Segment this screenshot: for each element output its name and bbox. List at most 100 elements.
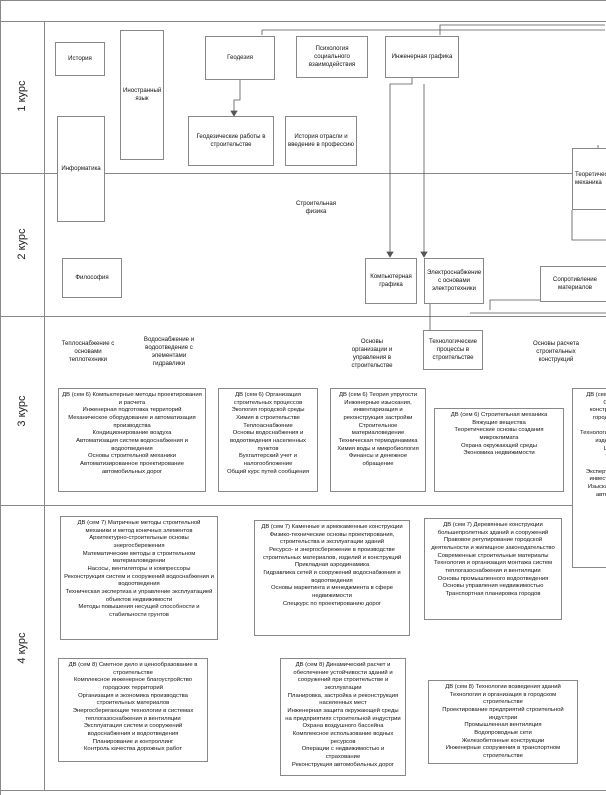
list-item: Основы промышленного водоотведения (437, 575, 549, 582)
list-item: Химия в строительстве (236, 415, 300, 422)
inzh-graf-to-komp-line (389, 78, 413, 255)
dv7-b-list: ДВ (сем 7) Каменные и армокаменные конст… (254, 520, 410, 636)
sopromat-box: Сопротивление материалов (540, 266, 606, 302)
list-item: Строительное материаловедение (351, 422, 405, 437)
geodeziya-to-raboty-line (233, 80, 241, 114)
vodosnab-label: Водоснабжение и водоотведение с элемента… (143, 335, 195, 368)
inostranny-box: Иностранный язык (120, 30, 164, 160)
list-item: Насосы, вентиляторы и компрессоры (87, 566, 191, 573)
dv7-c-list: ДВ (сем 7) Деревянные конструкции больше… (424, 518, 562, 620)
list-item: Контроль качества дорожных работ (83, 746, 183, 753)
list-item: ДВ (сем 8) Динамический расчет и обеспеч… (293, 662, 393, 692)
label-column-divider (44, 21, 45, 790)
istoriya-otrasli-label: История отрасли и введение в профессию (288, 132, 354, 148)
dv8-a-items: ДВ (сем 8) Сметное дело и ценообразовани… (62, 662, 204, 754)
list-item: Основы строительной механики (88, 453, 176, 460)
list-item: Ц (576, 446, 606, 454)
tehnol-proc-label: Технологические процессы в строительстве (428, 337, 477, 362)
osnovy-rascheta-label: Основы расчета строительных конструкций (532, 339, 580, 364)
dv7-c-items: ДВ (сем 7) Деревянные конструкции больше… (428, 522, 558, 599)
list-item: ДВ (сем (586, 392, 606, 398)
teplosnab-box: Теплоснабжение с основами теплотехники (58, 334, 118, 370)
band-divider-2-3 (0, 316, 606, 317)
osnovy-org-label: Основы организации и управления в строит… (351, 337, 393, 370)
stroit-fizika-label: Строительная физика (295, 199, 337, 215)
list-item: ДВ (сем 6) Компьютерные методы проектиро… (62, 392, 202, 406)
list-item: Планирование и контроллинг (92, 738, 174, 745)
list-item: Экология городской среды (231, 407, 305, 414)
dv8-b-items: ДВ (сем 8) Динамический расчет и обеспеч… (284, 662, 402, 769)
vodosnab-box: Водоснабжение и водоотведение с элемента… (136, 334, 202, 370)
top-border (0, 0, 606, 1)
list-item: Эксперт (585, 468, 606, 475)
list-item: Ресурсо- и энергосбережение в производст… (262, 547, 402, 561)
band-divider-3-4 (0, 505, 606, 506)
list-item: ДВ (сем 8) Сметное дело и ценообразовани… (68, 662, 198, 676)
list-item: Теоретические основы создания микроклима… (454, 427, 544, 442)
dv6-a-items: ДВ (сем 6) Компьютерные методы проектиро… (62, 392, 202, 476)
inzh-grafika-label: Инженерная графика (391, 52, 453, 60)
list-item: ДВ (сем 6) Организация строительных проц… (233, 392, 303, 406)
komp-grafika-box: Компьютерная графика (365, 258, 417, 304)
list-item: Математические методы в строительном мат… (82, 550, 196, 565)
list-item: Технология и организация в городском стр… (449, 691, 557, 706)
list-item: Теплоаснабжение (243, 422, 293, 429)
list-item: Промышленная вентиляция (464, 722, 542, 729)
psihologiya-label: Психология социального взаимодействия (308, 44, 356, 69)
list-item: Механическое оборудование и автоматизаци… (68, 415, 196, 429)
list-item: Изыска (587, 484, 606, 491)
list-item: Инженерные изыскания, инвентаризация и р… (343, 399, 413, 422)
teplosnab-label: Теплоснабжение с основами теплотехники (61, 339, 115, 364)
filosofiya-box: Философия (62, 258, 122, 298)
top-long-line-1 (261, 29, 605, 35)
list-item: изде (595, 438, 606, 445)
list-item: Реконструкция автомобильных дорог (291, 761, 395, 768)
list-item (576, 423, 606, 431)
dv6-e-list: ДВ (семОконстргород ТехнологииздеЦт Эксп… (572, 388, 606, 568)
list-item: О (576, 400, 606, 408)
bottom-border (0, 790, 606, 791)
teor-mehanika-box: Теоретическая механика (572, 148, 606, 210)
list-item: Правовое регулирование городской деятель… (431, 537, 555, 552)
list-item: ДВ (сем 6) Строительная механика (450, 412, 548, 418)
dv7-a-items: ДВ (сем 7) Матричные методы строительной… (64, 520, 214, 620)
list-item: Архитектурно-строительные основы энергос… (89, 535, 189, 550)
list-item: Транспортная планировка городов (445, 591, 541, 598)
list-item: Энергосберегающие технологии в системах … (72, 708, 194, 722)
elektrosnab-box: Электроснабжение с основами электротехни… (424, 258, 484, 304)
stroit-fizika-box: Строительная физика (283, 188, 349, 228)
list-item: Экономика недвижимости (463, 450, 535, 457)
list-item: Реконструкция систем и сооружений водосн… (64, 573, 214, 588)
dv7-b-items: ДВ (сем 7) Каменные и армокаменные конст… (258, 524, 406, 608)
list-item: Водопроводные сети (474, 730, 532, 737)
list-item: Инженерная подготовка территорий (82, 407, 182, 414)
list-item: Инженерная защита окружающей среды на пр… (285, 708, 401, 722)
list-item: Проектирование предприятий строительной … (442, 707, 564, 721)
list-item: Физико-технические основы проектирования… (269, 531, 395, 546)
list-item: Охрана окружающей среды (461, 442, 537, 449)
list-item: Спецкурс по проектированию дорог (282, 600, 382, 607)
elektrosnab-label: Электроснабжение с основами электротехни… (427, 268, 482, 293)
list-item: ДВ (сем 8) Технологии возведения зданий (445, 684, 561, 690)
list-item: Эксплуатация систем и сооружений водосна… (83, 723, 183, 738)
list-item: констр (589, 407, 606, 414)
tehnol-proc-box: Технологические процессы в строительстве (423, 330, 483, 370)
list-item: город (592, 415, 606, 422)
psihologiya-box: Психология социального взаимодействия (296, 36, 368, 78)
dv6-b-items: ДВ (сем 6) Организация строительных проц… (222, 392, 314, 476)
left-border (0, 0, 1, 795)
list-item: ДВ (сем 7) Деревянные конструкции больше… (437, 522, 549, 536)
list-item: Гидравлика сетей и сооружений водоснабже… (263, 570, 401, 584)
list-item: Вяжущие вещества (472, 419, 526, 426)
list-item: т (576, 453, 606, 461)
list-item: Химия воды и микробиология (337, 445, 419, 452)
list-item (576, 461, 606, 469)
list-item: Техническая термодинамика (338, 438, 418, 445)
informatika-label: Информатика (61, 164, 101, 172)
list-item: авто (595, 491, 606, 498)
